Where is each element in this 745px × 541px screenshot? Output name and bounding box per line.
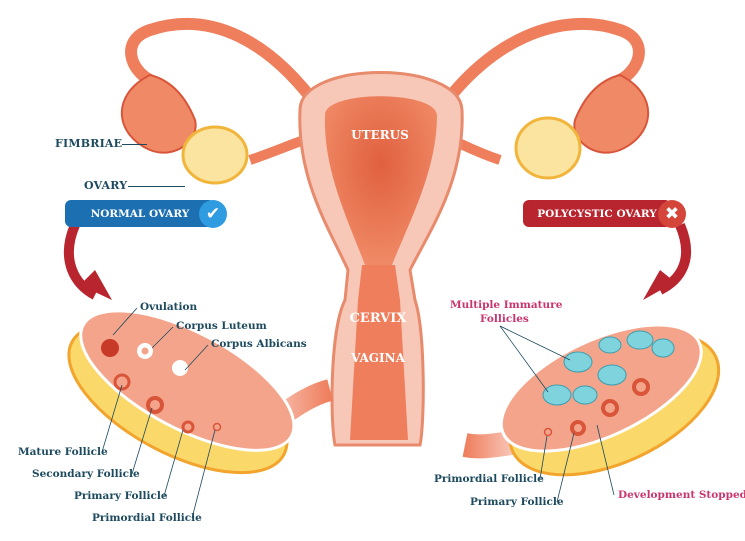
ovary-right xyxy=(514,116,582,180)
label-primordial-follicle: Primordial Follicle xyxy=(92,512,202,524)
x-icon: ✖ xyxy=(658,200,686,228)
label-pcos-primordial-follicle: Primordial Follicle xyxy=(434,473,544,485)
ovary-left xyxy=(181,125,249,185)
arrow-to-normal xyxy=(63,223,98,300)
normal-ovary-cross-section xyxy=(67,309,296,475)
check-icon: ✔ xyxy=(199,200,227,228)
label-fimbriae: FIMBRIAE xyxy=(55,137,123,150)
fallopian-tube-right xyxy=(434,17,645,116)
immature-follicles xyxy=(542,330,675,406)
label-secondary-follicle: Secondary Follicle xyxy=(32,468,140,480)
label-ovary: OVARY xyxy=(84,179,128,192)
fallopian-tube-left xyxy=(125,17,326,116)
label-follicles: Follicles xyxy=(480,313,529,325)
label-pcos-primary-follicle: Primary Follicle xyxy=(470,496,564,508)
normal-leader-lines xyxy=(101,307,216,519)
label-vagina: VAGINA xyxy=(351,351,405,365)
fimbriae-right xyxy=(573,73,650,154)
fimbriae-leader xyxy=(122,144,147,145)
normal-ovary-badge: NORMAL OVARY xyxy=(65,200,215,227)
label-corpus-luteum: Corpus Luteum xyxy=(176,320,267,332)
label-multiple-immature: Multiple Immature xyxy=(450,299,563,311)
label-cervix: CERVIX xyxy=(349,311,407,326)
polycystic-ovary-badge: POLYCYSTIC OVARY xyxy=(523,200,671,227)
polycystic-leader-lines xyxy=(499,325,615,503)
label-primary-follicle: Primary Follicle xyxy=(74,490,168,502)
label-mature-follicle: Mature Follicle xyxy=(18,446,108,458)
label-corpus-albicans: Corpus Albicans xyxy=(211,338,307,350)
label-development-stopped: Development Stopped xyxy=(618,489,745,501)
fimbriae-left xyxy=(120,73,197,154)
label-uterus: UTERUS xyxy=(351,128,409,142)
ovary-leader xyxy=(128,186,185,187)
label-ovulation: Ovulation xyxy=(140,301,198,313)
